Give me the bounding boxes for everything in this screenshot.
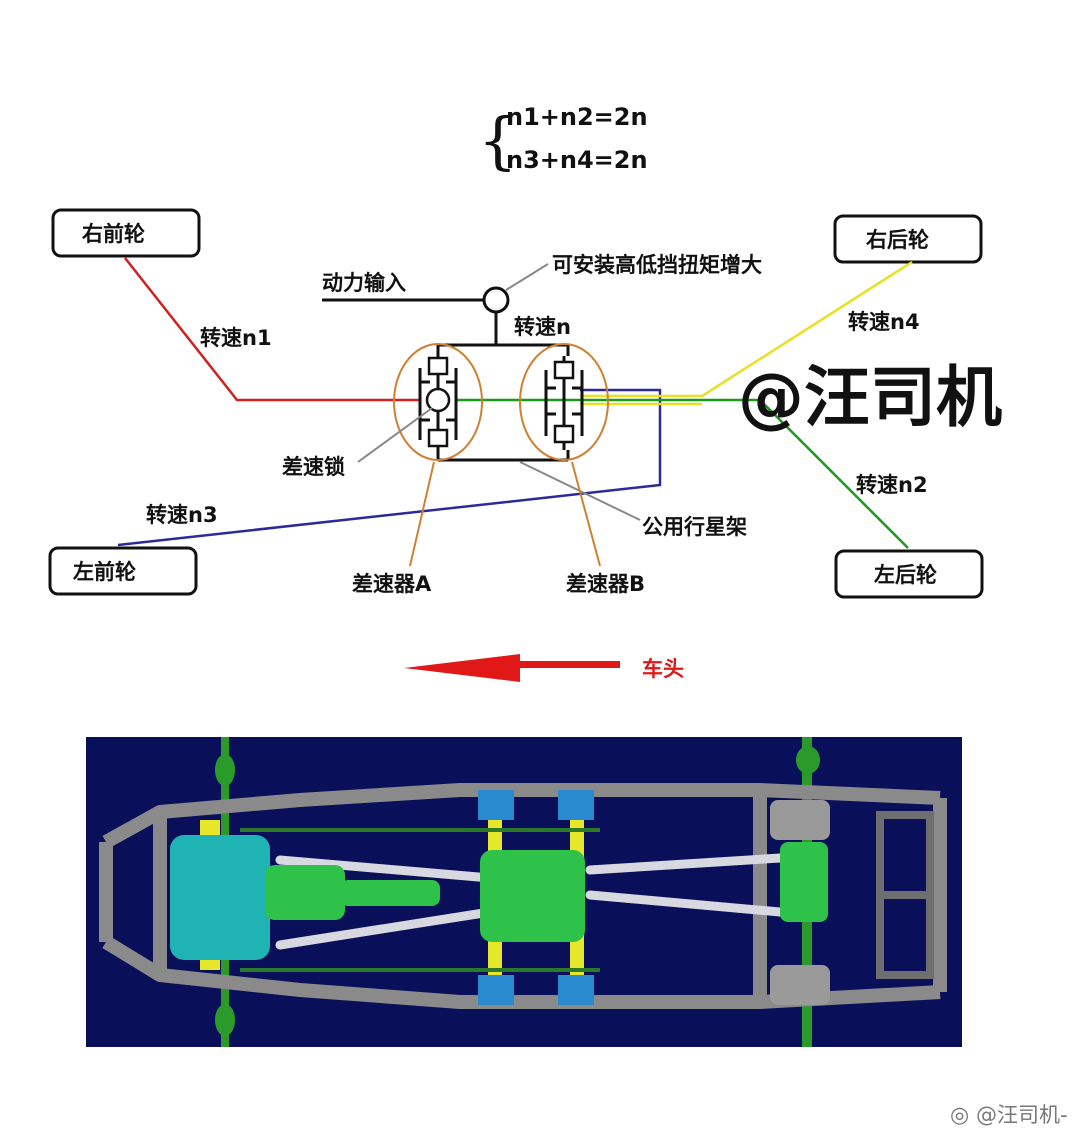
chassis-image [86,737,962,1047]
rear-crossmember [876,811,934,979]
wheel-right-front-label: 右前轮 [82,222,145,246]
vehicle-front-label: 车头 [642,657,684,681]
equation-line-1: n1+n2=2n [506,103,648,131]
shared-carrier-label: 公用行星架 [642,515,747,539]
diff-lock-label: 差速锁 [282,455,345,479]
diff-lock-icon [425,387,451,413]
differential-b [519,343,609,461]
speed-equations: { n1+n2=2n n3+n4=2n [478,103,648,177]
wheel-left-rear-label: 左后轮 [874,563,937,587]
weibo-icon: ◎ [950,1103,969,1128]
gear-node-icon [482,286,510,314]
speed-n4-label: 转速n4 [848,310,920,334]
power-input-label: 动力输入 [322,271,406,295]
wheel-left-front: 左前轮 [48,546,198,596]
differential-a [393,343,483,461]
diff-a-leader [409,461,435,567]
diff-b-leader [571,461,601,567]
n2-shaft-line [455,398,909,549]
differential-b-outline [519,343,609,461]
center-differential-unit [480,850,585,942]
left-arrow-icon [404,654,520,682]
drive-shafts [275,853,785,950]
equation-brace: { [478,104,517,177]
n3-shaft-line [117,388,662,547]
diff-lock-leader [357,407,433,463]
speed-n2-label: 转速n2 [856,473,928,497]
diff-b-label: 差速器B [566,572,645,596]
transmission [265,865,345,920]
engine-block [170,835,270,960]
diff-a-label: 差速器A [352,572,432,596]
note-leader-line [505,263,549,291]
wheel-right-rear-label: 右后轮 [866,228,929,252]
speed-n-label: 转速n [514,315,571,339]
equation-line-2: n3+n4=2n [506,146,648,174]
wheel-right-rear: 右后轮 [833,214,983,264]
differential-a-outline [393,343,483,461]
wheel-left-rear: 左后轮 [834,549,984,599]
wheel-right-front: 右前轮 [51,208,201,258]
wheel-left-front-label: 左前轮 [73,560,136,584]
high-low-note: 可安装高低挡扭矩增大 [552,253,762,277]
speed-n1-label: 转速n1 [200,326,272,350]
n4-shaft-line [580,260,913,398]
vehicle-front-arrow: 车头 [404,654,684,682]
speed-n3-label: 转速n3 [146,503,218,527]
watermark-large: @汪司机 [738,359,1002,436]
n1-shaft-line [124,257,420,402]
watermark-small: @汪司机- [976,1103,1068,1127]
rear-differential [780,842,828,922]
